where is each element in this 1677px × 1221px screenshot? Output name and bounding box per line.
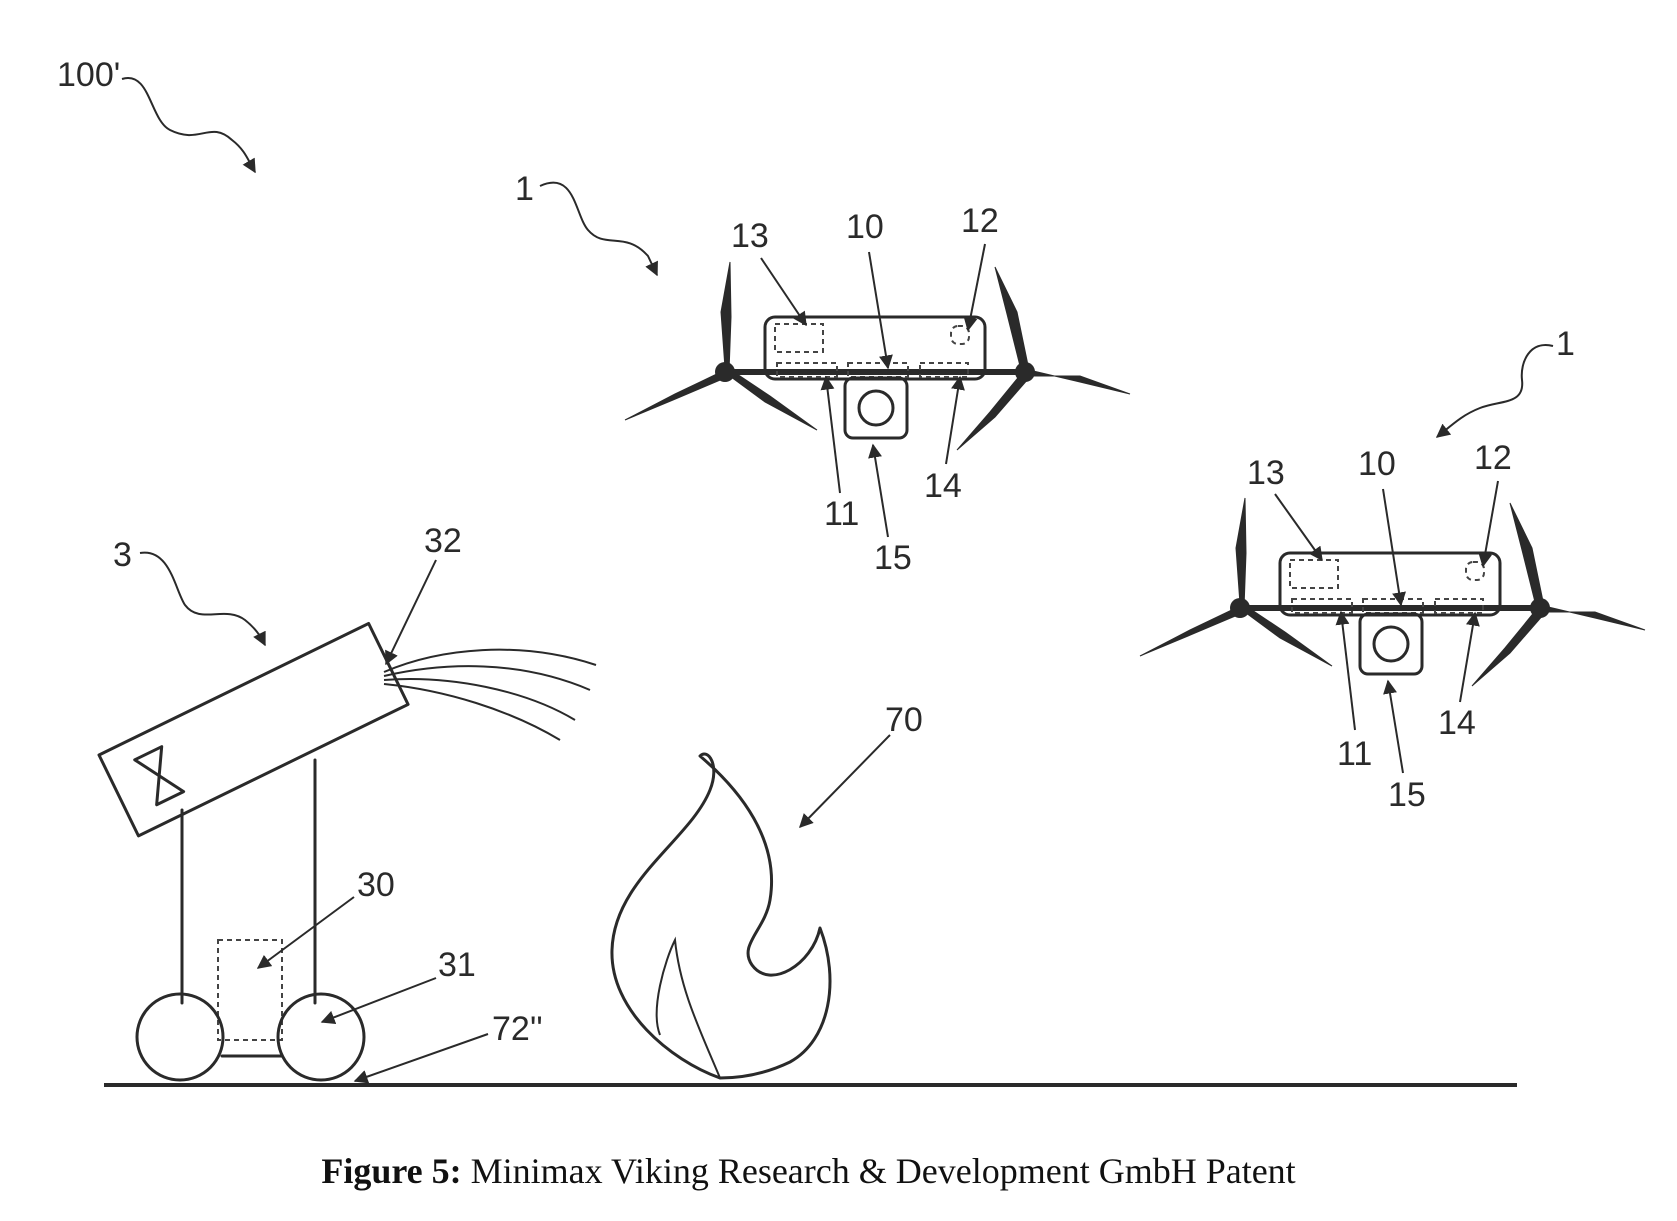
- leader-drone-2: [1435, 344, 1554, 438]
- d2-label-15: 15: [1388, 776, 1426, 814]
- leader-wheel: [320, 977, 437, 1024]
- d1-label-13: 13: [731, 217, 769, 255]
- d2-label-13: 13: [1247, 454, 1285, 492]
- d1-leader-15: [868, 443, 889, 538]
- d2-leader-11: [1335, 610, 1356, 731]
- leader-vehicle: [139, 551, 266, 647]
- d1-label-15: 15: [874, 539, 912, 577]
- d2-label-11: 11: [1337, 735, 1372, 773]
- label-system: 100': [57, 56, 120, 94]
- fire-inner: [655, 936, 721, 1079]
- caption-text: Minimax Viking Research & Development Gm…: [470, 1151, 1296, 1191]
- d1-leader-14: [945, 375, 965, 465]
- d1-leader-11: [820, 375, 841, 494]
- d1-leader-13: [760, 257, 807, 327]
- leader-ground: [353, 1033, 489, 1084]
- label-nozzle: 32: [424, 522, 462, 560]
- d1-label-10: 10: [846, 208, 884, 246]
- d2-label-12: 12: [1474, 439, 1512, 477]
- d1-leader-12: [963, 243, 986, 332]
- d2-label-10: 10: [1358, 445, 1396, 483]
- leader-drone-1: [539, 181, 658, 277]
- d2-leader-14: [1459, 611, 1480, 703]
- caption-prefix: Figure 5:: [321, 1151, 462, 1191]
- drone-2: [1140, 498, 1645, 686]
- figure-caption: Figure 5: Minimax Viking Research & Deve…: [0, 1150, 1617, 1192]
- d1-label-12: 12: [961, 202, 999, 240]
- label-drone-2: 1: [1556, 325, 1575, 363]
- d1-label-14: 14: [924, 467, 962, 505]
- d2-leader-10: [1382, 488, 1406, 607]
- drone-1: [625, 262, 1130, 450]
- leader-nozzle: [385, 559, 437, 666]
- d2-leader-12: [1478, 480, 1499, 568]
- label-vehicle: 3: [113, 536, 132, 574]
- d1-label-11: 11: [824, 495, 859, 533]
- leader-fire: [799, 734, 891, 829]
- d2-leader-15: [1383, 679, 1404, 774]
- label-wheel: 31: [438, 946, 476, 984]
- d1-leader-10: [868, 251, 893, 370]
- d2-label-14: 14: [1438, 704, 1476, 742]
- label-tank: 30: [357, 866, 395, 904]
- label-drone-1: 1: [515, 170, 534, 208]
- fire: [610, 752, 832, 1080]
- d2-leader-13: [1274, 493, 1323, 562]
- label-ground: 72'': [492, 1010, 543, 1048]
- leader-system: [121, 76, 256, 174]
- leader-tank: [256, 896, 355, 969]
- label-fire: 70: [885, 701, 923, 739]
